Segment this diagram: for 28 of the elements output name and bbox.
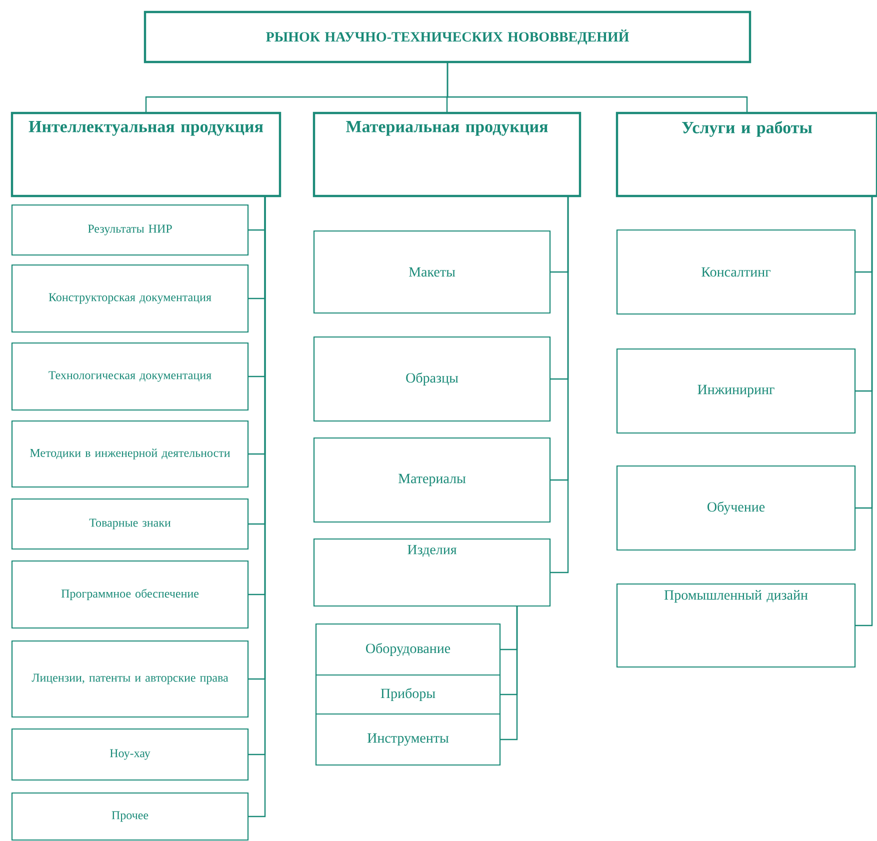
item-box: Образцы	[313, 336, 551, 422]
item-box: Оборудование	[315, 623, 501, 676]
connector-line	[446, 62, 748, 113]
item-box: Лицензии, патенты и авторские права	[11, 640, 249, 718]
item-box: Методики в инженерной деятельности	[11, 420, 249, 488]
category-box: Интеллектуальная продукция	[10, 112, 282, 198]
item-box: Товарные знаки	[11, 498, 249, 550]
item-box: Результаты НИР	[11, 204, 249, 256]
item-box: Макеты	[313, 230, 551, 314]
item-box: Инжиниринг	[616, 348, 856, 434]
item-box: Материалы	[313, 437, 551, 523]
item-box: Конструкторская документация	[11, 264, 249, 333]
item-box: Обучение	[616, 465, 856, 551]
item-box: Программное обеспечение	[11, 560, 249, 629]
category-box: Услуги и работы	[616, 112, 877, 198]
connector-line	[855, 196, 873, 626]
item-box: Инструменты	[315, 713, 501, 766]
category-box: Материальная продукция	[312, 112, 582, 198]
item-box: Консалтинг	[616, 229, 856, 315]
item-box: Изделия	[313, 538, 551, 607]
item-box: Промышленный дизайн	[616, 583, 856, 668]
connector-line	[500, 606, 518, 740]
item-box: Приборы	[315, 674, 501, 715]
title-box: РЫНОК НАУЧНО-ТЕХНИЧЕСКИХ НОВОВВЕДЕНИЙ	[144, 10, 752, 64]
item-box: Прочее	[11, 792, 249, 841]
connector-line	[550, 196, 569, 574]
item-box: Ноу-хау	[11, 728, 249, 781]
item-box: Технологическая документация	[11, 342, 249, 411]
